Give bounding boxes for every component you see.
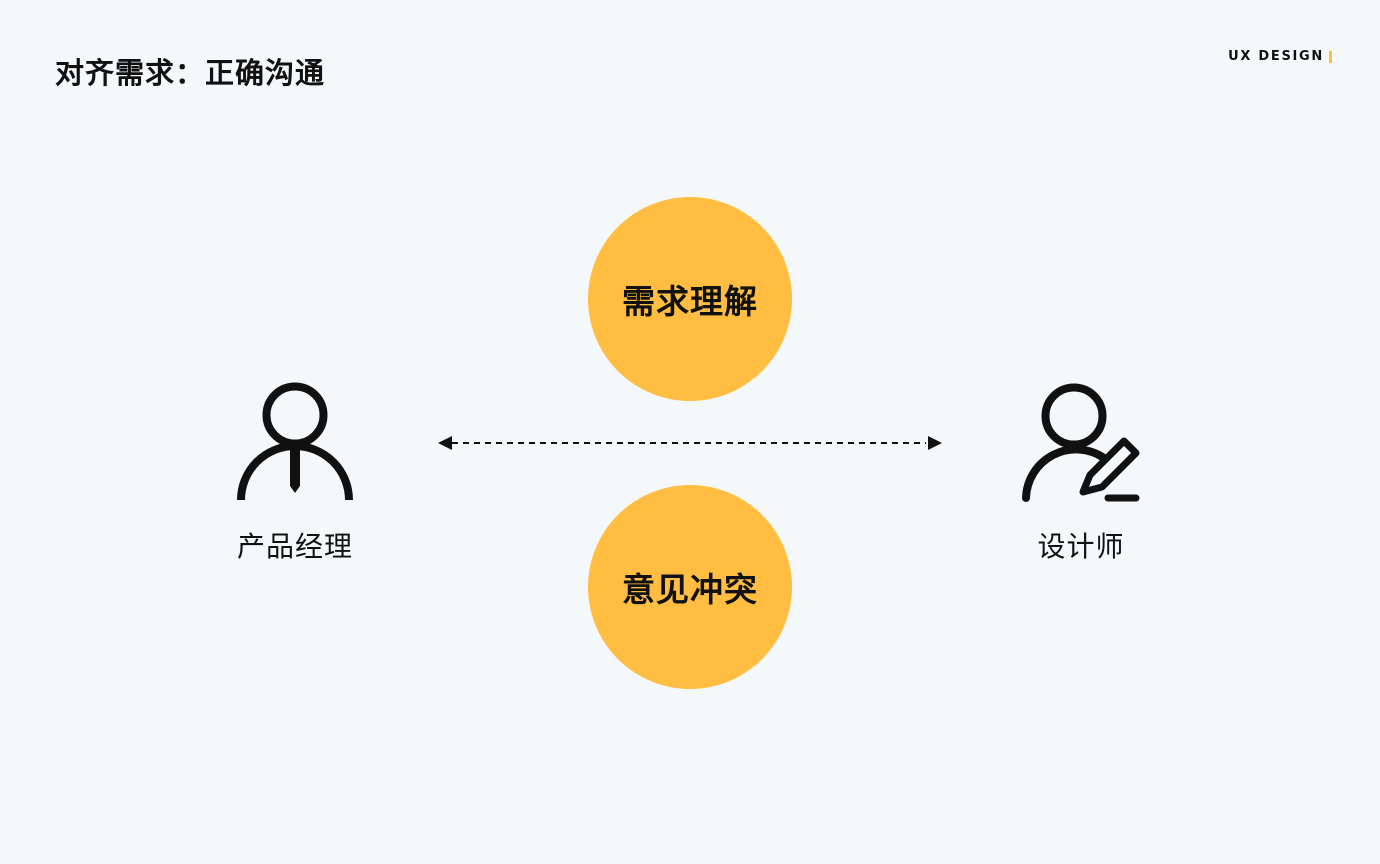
opinion-conflict-label: 意见冲突 [622, 570, 758, 609]
product-manager-icon [237, 382, 353, 501]
brand-mark: UX DESIGN [1228, 49, 1332, 64]
opinion-conflict-bubble: 意见冲突 [588, 485, 792, 689]
brand-accent-bar [1329, 50, 1332, 63]
product-manager-label: 产品经理 [236, 530, 353, 563]
brand-text: UX DESIGN [1228, 49, 1324, 64]
designer-icon [1022, 383, 1140, 502]
designer-label: 设计师 [1037, 530, 1125, 563]
two-way-arrow-icon [438, 436, 942, 450]
requirement-understanding-bubble: 需求理解 [588, 197, 792, 401]
page-title: 对齐需求：正确沟通 [55, 56, 326, 90]
requirement-understanding-label: 需求理解 [622, 282, 758, 321]
